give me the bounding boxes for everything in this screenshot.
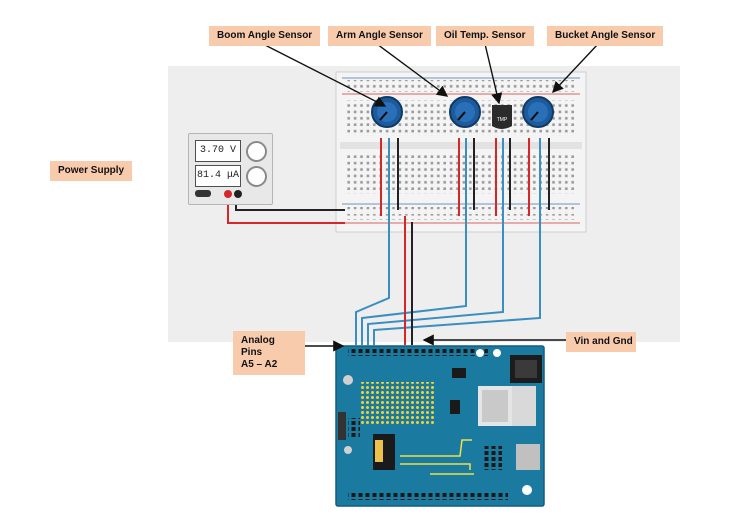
label-vin-gnd: Vin and Gnd <box>566 332 636 352</box>
positive-terminal <box>224 190 232 198</box>
arrow-bucket <box>552 43 599 94</box>
bucket-angle-potentiometer <box>522 96 554 128</box>
current-display: 81.4 μA <box>195 165 241 187</box>
negative-terminal <box>234 190 242 198</box>
arrow-arm <box>376 43 449 97</box>
power-switch[interactable] <box>195 190 211 197</box>
voltage-display: 3.70 V <box>195 140 241 162</box>
label-power-supply: Power Supply <box>50 161 133 181</box>
label-analog-pins: Analog Pins A5 – A2 <box>233 331 305 375</box>
vin-gnd-wires <box>404 216 413 345</box>
oil-temp-sensor: TMP <box>492 105 512 129</box>
label-boom-angle-sensor: Boom Angle Sensor <box>209 26 321 46</box>
power-supply-unit: 3.70 V 81.4 μA <box>188 133 273 205</box>
label-oil-temp-sensor: Oil Temp. Sensor <box>436 26 534 46</box>
arrow-boom <box>262 43 387 107</box>
current-knob[interactable] <box>246 166 267 187</box>
label-analog-line1: Analog Pins <box>241 335 275 358</box>
label-bucket-angle-sensor: Bucket Angle Sensor <box>547 26 664 46</box>
sensor-signal-wires <box>355 198 541 345</box>
label-arm-angle-sensor: Arm Angle Sensor <box>328 26 431 46</box>
arm-angle-potentiometer <box>449 96 481 128</box>
voltage-knob[interactable] <box>246 141 267 162</box>
breadboard-jumpers <box>380 138 550 216</box>
arrow-oil <box>484 43 503 105</box>
tmp-sensor-text: TMP <box>497 117 508 123</box>
label-analog-line2: A5 – A2 <box>241 359 278 370</box>
arduino-board <box>335 345 545 507</box>
